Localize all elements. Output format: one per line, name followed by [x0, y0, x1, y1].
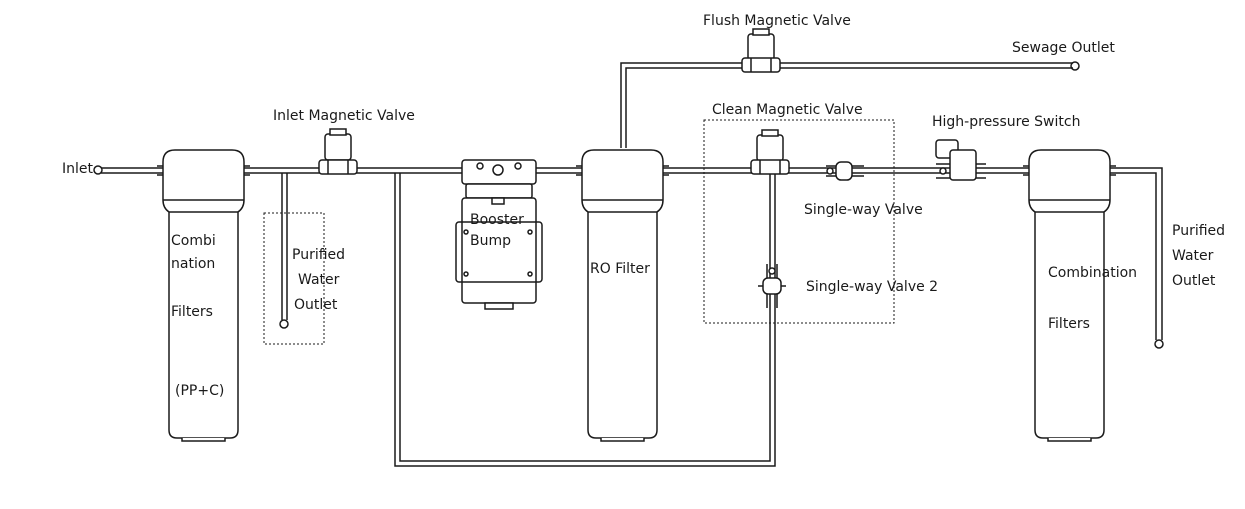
combo2-label-line2: Filters: [1048, 316, 1090, 332]
combo1-label-line3: Filters: [171, 304, 213, 320]
booster-label-line1: Booster: [470, 212, 524, 228]
high-pressure-switch-icon: [935, 139, 986, 181]
single-way-valve-2-label: Single-way Valve 2: [806, 279, 939, 295]
combo2-label-line1: Combination: [1048, 265, 1138, 281]
purified-outlet-1-port-icon: [279, 319, 289, 329]
flush-pipe: [620, 62, 1073, 148]
purified1-label-line1: Purified: [292, 247, 346, 263]
high-pressure-switch-label: High-pressure Switch: [932, 114, 1081, 130]
single-way-valve-2-icon: [758, 264, 786, 308]
booster-pump-icon: [455, 159, 543, 310]
outlet-pipe-left: [281, 173, 288, 320]
purified2-label-line3: Outlet: [1172, 273, 1216, 289]
sewage-outlet-label: Sewage Outlet: [1012, 40, 1115, 56]
clean-magnetic-valve-icon: [750, 129, 790, 175]
combo1-label-line1: Combi: [171, 233, 216, 249]
booster-label-line2: Bump: [470, 233, 512, 249]
pipes: [101, 62, 1163, 467]
combination-filter-2-icon: [1023, 149, 1116, 442]
single-way-valve-label: Single-way Valve: [804, 202, 923, 218]
ro-filter-label: RO Filter: [590, 261, 650, 277]
purified-outlet-2-port-icon: [1154, 339, 1164, 349]
combo1-label-line2: nation: [171, 256, 216, 272]
purified2-label-line1: Purified: [1172, 223, 1226, 239]
flush-valve-label: Flush Magnetic Valve: [703, 13, 851, 29]
ro-filter-icon: [576, 149, 669, 442]
flush-magnetic-valve-icon: [741, 28, 781, 73]
inlet-valve-label: Inlet Magnetic Valve: [273, 108, 415, 124]
inlet-port-icon: [93, 165, 103, 175]
purified1-label-line2: Water: [298, 272, 340, 288]
purified-outlet-1-box: [263, 212, 325, 345]
purified2-label-line2: Water: [1172, 248, 1214, 264]
outlet-pipe-right: [1110, 167, 1163, 340]
inlet-magnetic-valve-icon: [318, 128, 358, 175]
bypass-loop: [394, 173, 776, 467]
sewage-outlet-port-icon: [1070, 61, 1080, 71]
clean-valve-group-box: [703, 119, 895, 324]
single-way-valve-icon: [826, 161, 864, 181]
combination-filter-1-icon: [157, 149, 250, 442]
combo1-label-line4: (PP+C): [175, 383, 225, 399]
main-pipe: [101, 167, 1030, 174]
purified1-label-line3: Outlet: [294, 297, 338, 313]
clean-valve-label: Clean Magnetic Valve: [712, 102, 863, 118]
inlet-label: Inlet: [62, 161, 93, 177]
